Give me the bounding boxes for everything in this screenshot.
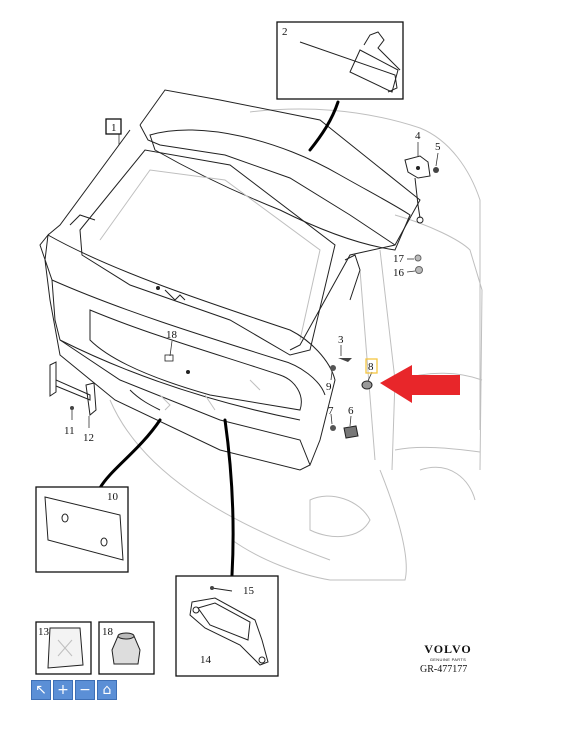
callout-5: 5 bbox=[435, 141, 441, 153]
diagram-toolbar: ↖ + − ⌂ bbox=[31, 680, 117, 700]
leader-lines bbox=[118, 134, 439, 427]
part-9 bbox=[330, 365, 336, 371]
connector-lines bbox=[98, 100, 340, 577]
inset-box-14: 15 14 bbox=[175, 575, 279, 677]
callout-17: 17 bbox=[393, 253, 405, 265]
car-body-outline bbox=[109, 108, 483, 581]
callout-2: 2 bbox=[282, 26, 288, 38]
callout-12: 12 bbox=[83, 432, 94, 444]
part-17 bbox=[414, 254, 422, 262]
callout-8-highlight bbox=[365, 358, 378, 374]
tailgate bbox=[39, 89, 421, 471]
callout-14: 14 bbox=[200, 654, 212, 666]
callout-4: 4 bbox=[415, 130, 421, 142]
part-3 bbox=[338, 358, 352, 362]
callout-9: 9 bbox=[326, 381, 332, 393]
brand-subtitle: GENUINE PARTS bbox=[429, 657, 467, 662]
part-7 bbox=[330, 425, 336, 431]
brand-logo: VOLVO GENUINE PARTS bbox=[418, 642, 478, 662]
screw-part-5 bbox=[433, 167, 439, 173]
callout-3: 3 bbox=[338, 334, 344, 346]
hinge-part-4 bbox=[404, 155, 431, 224]
callout-16: 16 bbox=[393, 267, 405, 279]
brand-name: VOLVO bbox=[424, 642, 472, 656]
callout-15: 15 bbox=[243, 585, 255, 597]
part-6 bbox=[343, 425, 359, 439]
home-icon[interactable]: ⌂ bbox=[97, 680, 117, 700]
callout-18-main: 18 bbox=[166, 329, 178, 341]
callout-6: 6 bbox=[348, 405, 354, 417]
bracket-parts-11-12 bbox=[49, 361, 97, 428]
inset-box-18: 18 bbox=[98, 621, 155, 675]
callout-10: 10 bbox=[107, 491, 119, 503]
highlight-arrow bbox=[380, 365, 460, 403]
callout-1: 1 bbox=[111, 122, 117, 134]
callout-box-1 bbox=[105, 118, 122, 135]
reference-code: GR-477177 bbox=[420, 664, 468, 675]
zoom-in-icon[interactable]: + bbox=[53, 680, 73, 700]
inset-box-10: 10 bbox=[35, 486, 129, 573]
inset-box-2: 2 bbox=[276, 21, 404, 100]
pointer-icon[interactable]: ↖ bbox=[31, 680, 51, 700]
part-16 bbox=[415, 266, 423, 274]
callout-18-box: 18 bbox=[102, 626, 114, 638]
callout-13: 13 bbox=[38, 626, 50, 638]
inset-box-13: 13 bbox=[35, 621, 92, 675]
callout-7: 7 bbox=[328, 405, 334, 417]
part-8 bbox=[361, 380, 373, 390]
callout-8: 8 bbox=[368, 361, 374, 373]
callout-11: 11 bbox=[64, 425, 75, 437]
zoom-out-icon[interactable]: − bbox=[75, 680, 95, 700]
